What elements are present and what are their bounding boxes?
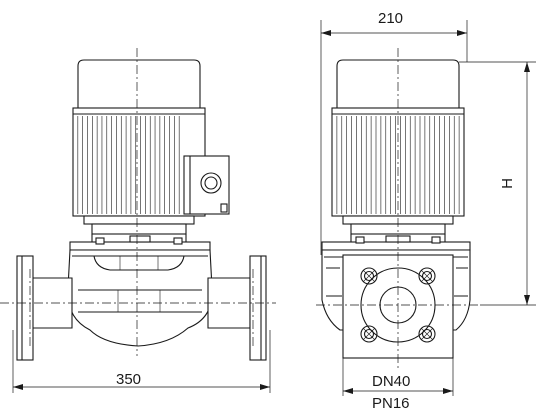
front-left-flange: [16, 255, 34, 361]
dimension-dn40: [342, 358, 454, 396]
front-motor-flange: [83, 215, 195, 225]
dimension-label-dn40: DN40: [372, 373, 411, 390]
front-motor-cap: [77, 59, 201, 109]
dimension-350: [12, 330, 271, 393]
front-cable-gland: [200, 172, 222, 194]
dimension-label-h: H: [498, 178, 516, 189]
side-bolt-holes: [360, 267, 436, 343]
dimension-210: [320, 20, 468, 255]
side-motor-fins: [336, 116, 460, 214]
dimension-label-210: 210: [378, 10, 404, 27]
dimension-label-pn16: PN16: [372, 395, 410, 412]
front-motor-fins: [77, 116, 180, 214]
dimension-h: [459, 61, 536, 306]
front-view: [0, 48, 276, 361]
dimension-label-350: 350: [116, 371, 142, 388]
side-lantern: [321, 241, 471, 251]
front-right-flange: [249, 255, 267, 361]
side-view: [316, 48, 480, 368]
front-pump-casing: [67, 249, 213, 347]
front-lantern: [69, 241, 211, 251]
